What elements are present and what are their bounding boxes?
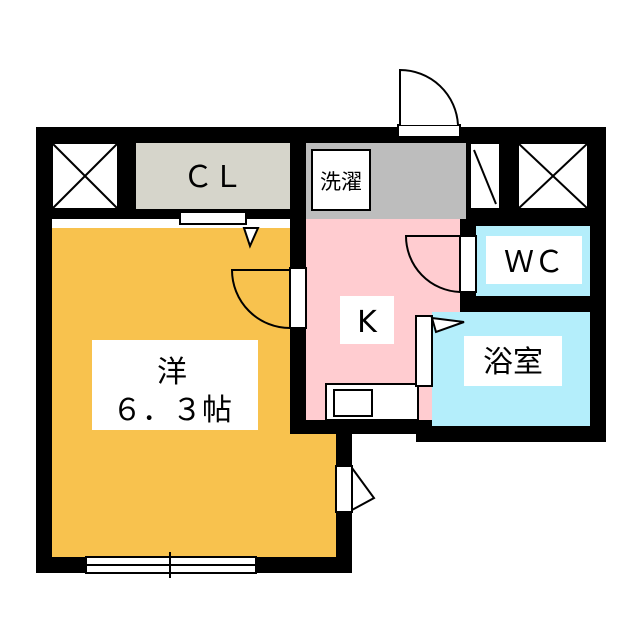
western-side-door-swing bbox=[351, 464, 376, 512]
closet-door-marker bbox=[242, 227, 260, 249]
western-room-name: 洋 bbox=[157, 355, 187, 390]
wc-door[interactable] bbox=[459, 235, 477, 293]
western-label-box bbox=[92, 340, 258, 430]
bath-door-marker bbox=[430, 316, 465, 334]
closet-area bbox=[136, 143, 290, 209]
kitchen-sink bbox=[333, 389, 373, 417]
bath-door[interactable] bbox=[415, 315, 433, 387]
western-door-swing bbox=[230, 269, 291, 329]
kitchen-room-extension bbox=[432, 226, 460, 296]
bath-bottom-wall bbox=[416, 426, 606, 442]
kitchen-bottom-wall bbox=[290, 420, 430, 434]
entrance-door-swing bbox=[399, 68, 459, 126]
laundry-pan bbox=[311, 149, 371, 211]
bath-label: 浴室 bbox=[483, 345, 543, 380]
wc-label-box bbox=[486, 236, 582, 284]
closet-door[interactable] bbox=[179, 211, 247, 225]
western-room-extension bbox=[290, 434, 336, 557]
closet-label: ＣＬ bbox=[183, 160, 243, 195]
laundry-label: 洗濯 bbox=[320, 170, 362, 194]
wc-top-wall bbox=[460, 210, 606, 226]
left-wall bbox=[36, 127, 52, 573]
doors bbox=[85, 227, 477, 578]
western-door[interactable] bbox=[289, 267, 307, 329]
wc-door-swing bbox=[404, 235, 461, 293]
top-row bbox=[51, 68, 589, 225]
western-side-door[interactable] bbox=[335, 465, 353, 513]
labels: ＣＬ 洗濯 洋 ６．３帖 K ＷＣ 浴室 bbox=[92, 160, 582, 430]
entrance-door[interactable] bbox=[397, 124, 461, 138]
kitchen-label: K bbox=[357, 305, 378, 340]
western-room-size: ６．３帖 bbox=[112, 393, 232, 428]
kitchen-label-box bbox=[340, 296, 394, 344]
bath-label-box bbox=[464, 336, 562, 386]
wc-label: ＷＣ bbox=[504, 245, 564, 280]
right-wall bbox=[590, 127, 606, 442]
